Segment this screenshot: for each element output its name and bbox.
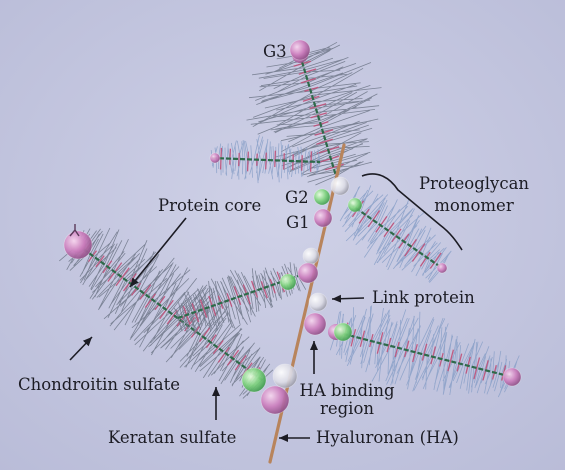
ha-binding-region-line2: region xyxy=(319,399,375,418)
ha-binding-region-label: HA binding region xyxy=(299,382,394,418)
keratan-sulfate-label: Keratan sulfate xyxy=(108,428,237,447)
ha-binding-region-line1: HA binding xyxy=(299,381,395,400)
g2-domain xyxy=(333,322,353,342)
protein-core-label: Protein core xyxy=(158,196,262,215)
globular-domains xyxy=(63,39,522,415)
chondroitin-sulfate-label: Chondroitin sulfate xyxy=(18,375,180,394)
monomer-right-upper xyxy=(339,185,452,283)
g1-domain xyxy=(313,208,333,228)
proteoglycan-monomer-label: Proteoglycan monomer xyxy=(419,175,529,215)
g3-domain-small xyxy=(436,262,448,274)
protein-core xyxy=(211,156,321,164)
chondroitin-sulfate-chains xyxy=(246,41,382,186)
g2-domain xyxy=(279,273,297,291)
g2-domain xyxy=(241,367,267,393)
chondroitin-sulfate-chains xyxy=(339,185,452,283)
g3-label: G3 xyxy=(263,42,287,61)
link-protein-globule xyxy=(302,247,320,265)
g3-domain-top xyxy=(289,39,311,61)
proteoglycan-monomer-bracket xyxy=(361,173,463,251)
keratan-sulfate-chains xyxy=(219,147,313,172)
link-protein-globule xyxy=(308,292,328,312)
chondroitin-sulfate-chains xyxy=(329,305,520,398)
keratan-sulfate-chains xyxy=(293,60,344,171)
g3-domain-left xyxy=(63,230,93,260)
link-protein-label: Link protein xyxy=(372,288,475,307)
g1-domain xyxy=(297,262,319,284)
g1-domain xyxy=(260,385,290,415)
g3-sugar-branch xyxy=(69,224,80,237)
proteoglycan-monomer-line2: monomer xyxy=(434,196,514,215)
g2-domain xyxy=(313,188,331,206)
proteoglycan-monomer-line1: Proteoglycan xyxy=(418,174,530,193)
protein-core xyxy=(349,203,443,269)
g2-domain-right xyxy=(347,197,363,213)
chondroitin-sulfate-chains xyxy=(210,135,321,184)
g3-domain-right xyxy=(502,367,522,387)
protein-core xyxy=(335,330,513,379)
protein-core-arrow xyxy=(129,217,187,288)
annotation-arrows xyxy=(69,173,463,442)
link-protein-globule xyxy=(330,176,350,196)
chondroitin-sulfate-arrow xyxy=(69,336,93,361)
protein-core xyxy=(177,274,299,320)
g2-label: G2 xyxy=(285,188,309,207)
link-protein-globule xyxy=(272,363,298,389)
g1-label: G1 xyxy=(286,213,310,232)
g3-domain-small xyxy=(209,152,221,164)
protein-core xyxy=(77,244,263,381)
g1-domain xyxy=(303,312,327,336)
monomer-left-branch xyxy=(210,135,321,184)
link-protein-arrow xyxy=(331,294,365,303)
protein-core xyxy=(298,54,338,177)
hyaluronan-label: Hyaluronan (HA) xyxy=(316,428,459,447)
